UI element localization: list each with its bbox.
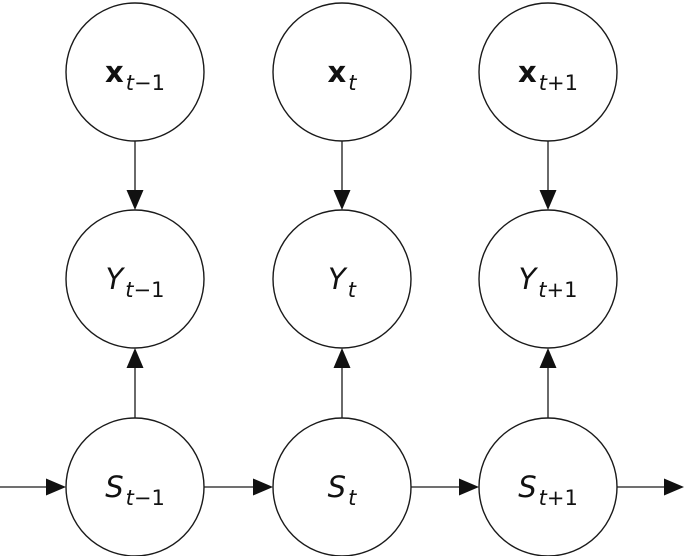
arrowhead-icon <box>664 478 684 496</box>
edge-x-curr-to-y-curr <box>333 141 351 210</box>
node-x-curr: xt <box>272 2 412 142</box>
edge-s-next-to-outgoing <box>617 478 684 496</box>
node-label: Yt+1 <box>519 262 578 302</box>
node-label-subscript-var: t <box>539 71 548 95</box>
node-label-subscript-offset: +1 <box>546 278 577 302</box>
node-y-curr: Yt <box>272 209 412 349</box>
node-label: St+1 <box>518 470 578 510</box>
node-circle <box>65 2 205 142</box>
edge-s-curr-to-s-next <box>411 478 479 496</box>
node-circle <box>272 417 412 556</box>
node-label: xt−1 <box>105 55 165 95</box>
arrowhead-icon <box>46 478 66 496</box>
node-circle <box>272 2 412 142</box>
node-label-base: S <box>105 470 123 504</box>
node-label-base: S <box>328 470 346 504</box>
node-label-base: Y <box>519 262 539 296</box>
node-label: St <box>328 470 357 510</box>
node-label-base: Y <box>328 262 348 296</box>
node-label-subscript-offset: −1 <box>134 486 165 510</box>
node-label-subscript-offset: +1 <box>547 71 578 95</box>
node-s-prev: St−1 <box>65 417 205 556</box>
node-label-base: Y <box>106 262 126 296</box>
arrowhead-icon <box>333 348 351 368</box>
node-circle <box>272 209 412 349</box>
node-s-next: St+1 <box>478 417 618 556</box>
node-circle <box>478 209 618 349</box>
node-label-subscript-offset: −1 <box>134 71 165 95</box>
node-label-base: x <box>518 55 537 89</box>
arrowhead-icon <box>539 190 557 210</box>
node-label-base: x <box>105 55 124 89</box>
node-label: Yt−1 <box>106 262 165 302</box>
arrowhead-icon <box>333 190 351 210</box>
node-y-prev: Yt−1 <box>65 209 205 349</box>
node-x-prev: xt−1 <box>65 2 205 142</box>
arrowhead-icon <box>253 478 273 496</box>
node-circle <box>65 209 205 349</box>
node-circle <box>478 2 618 142</box>
edge-x-prev-to-y-prev <box>126 141 144 210</box>
node-label-base: S <box>518 470 536 504</box>
edge-x-next-to-y-next <box>539 141 557 210</box>
edge-incoming-to-s-prev <box>0 478 66 496</box>
node-label-subscript-offset: +1 <box>547 486 578 510</box>
node-label-subscript-var: t <box>348 278 357 302</box>
node-label-base: x <box>328 55 347 89</box>
arrowhead-icon <box>459 478 479 496</box>
node-s-curr: St <box>272 417 412 556</box>
node-label-subscript-var: t <box>126 486 135 510</box>
node-circle <box>478 417 618 556</box>
arrowhead-icon <box>539 348 557 368</box>
node-label-subscript-offset: −1 <box>133 278 164 302</box>
node-label: xt <box>328 55 358 95</box>
node-circle <box>65 417 205 556</box>
edge-s-prev-to-s-curr <box>204 478 273 496</box>
arrowhead-icon <box>126 348 144 368</box>
node-label-subscript-var: t <box>538 278 547 302</box>
node-label: St−1 <box>105 470 165 510</box>
node-x-next: xt+1 <box>478 2 618 142</box>
node-label-subscript-var: t <box>126 71 135 95</box>
edge-s-curr-to-y-curr <box>333 348 351 418</box>
node-label: Yt <box>328 262 357 302</box>
node-label-subscript-var: t <box>125 278 134 302</box>
edges <box>0 141 684 496</box>
node-label: xt+1 <box>518 55 578 95</box>
node-label-subscript-var: t <box>539 486 548 510</box>
node-label-subscript-var: t <box>348 71 357 95</box>
arrowhead-icon <box>126 190 144 210</box>
node-y-next: Yt+1 <box>478 209 618 349</box>
edge-s-next-to-y-next <box>539 348 557 418</box>
node-label-subscript-var: t <box>348 486 357 510</box>
edge-s-prev-to-y-prev <box>126 348 144 418</box>
